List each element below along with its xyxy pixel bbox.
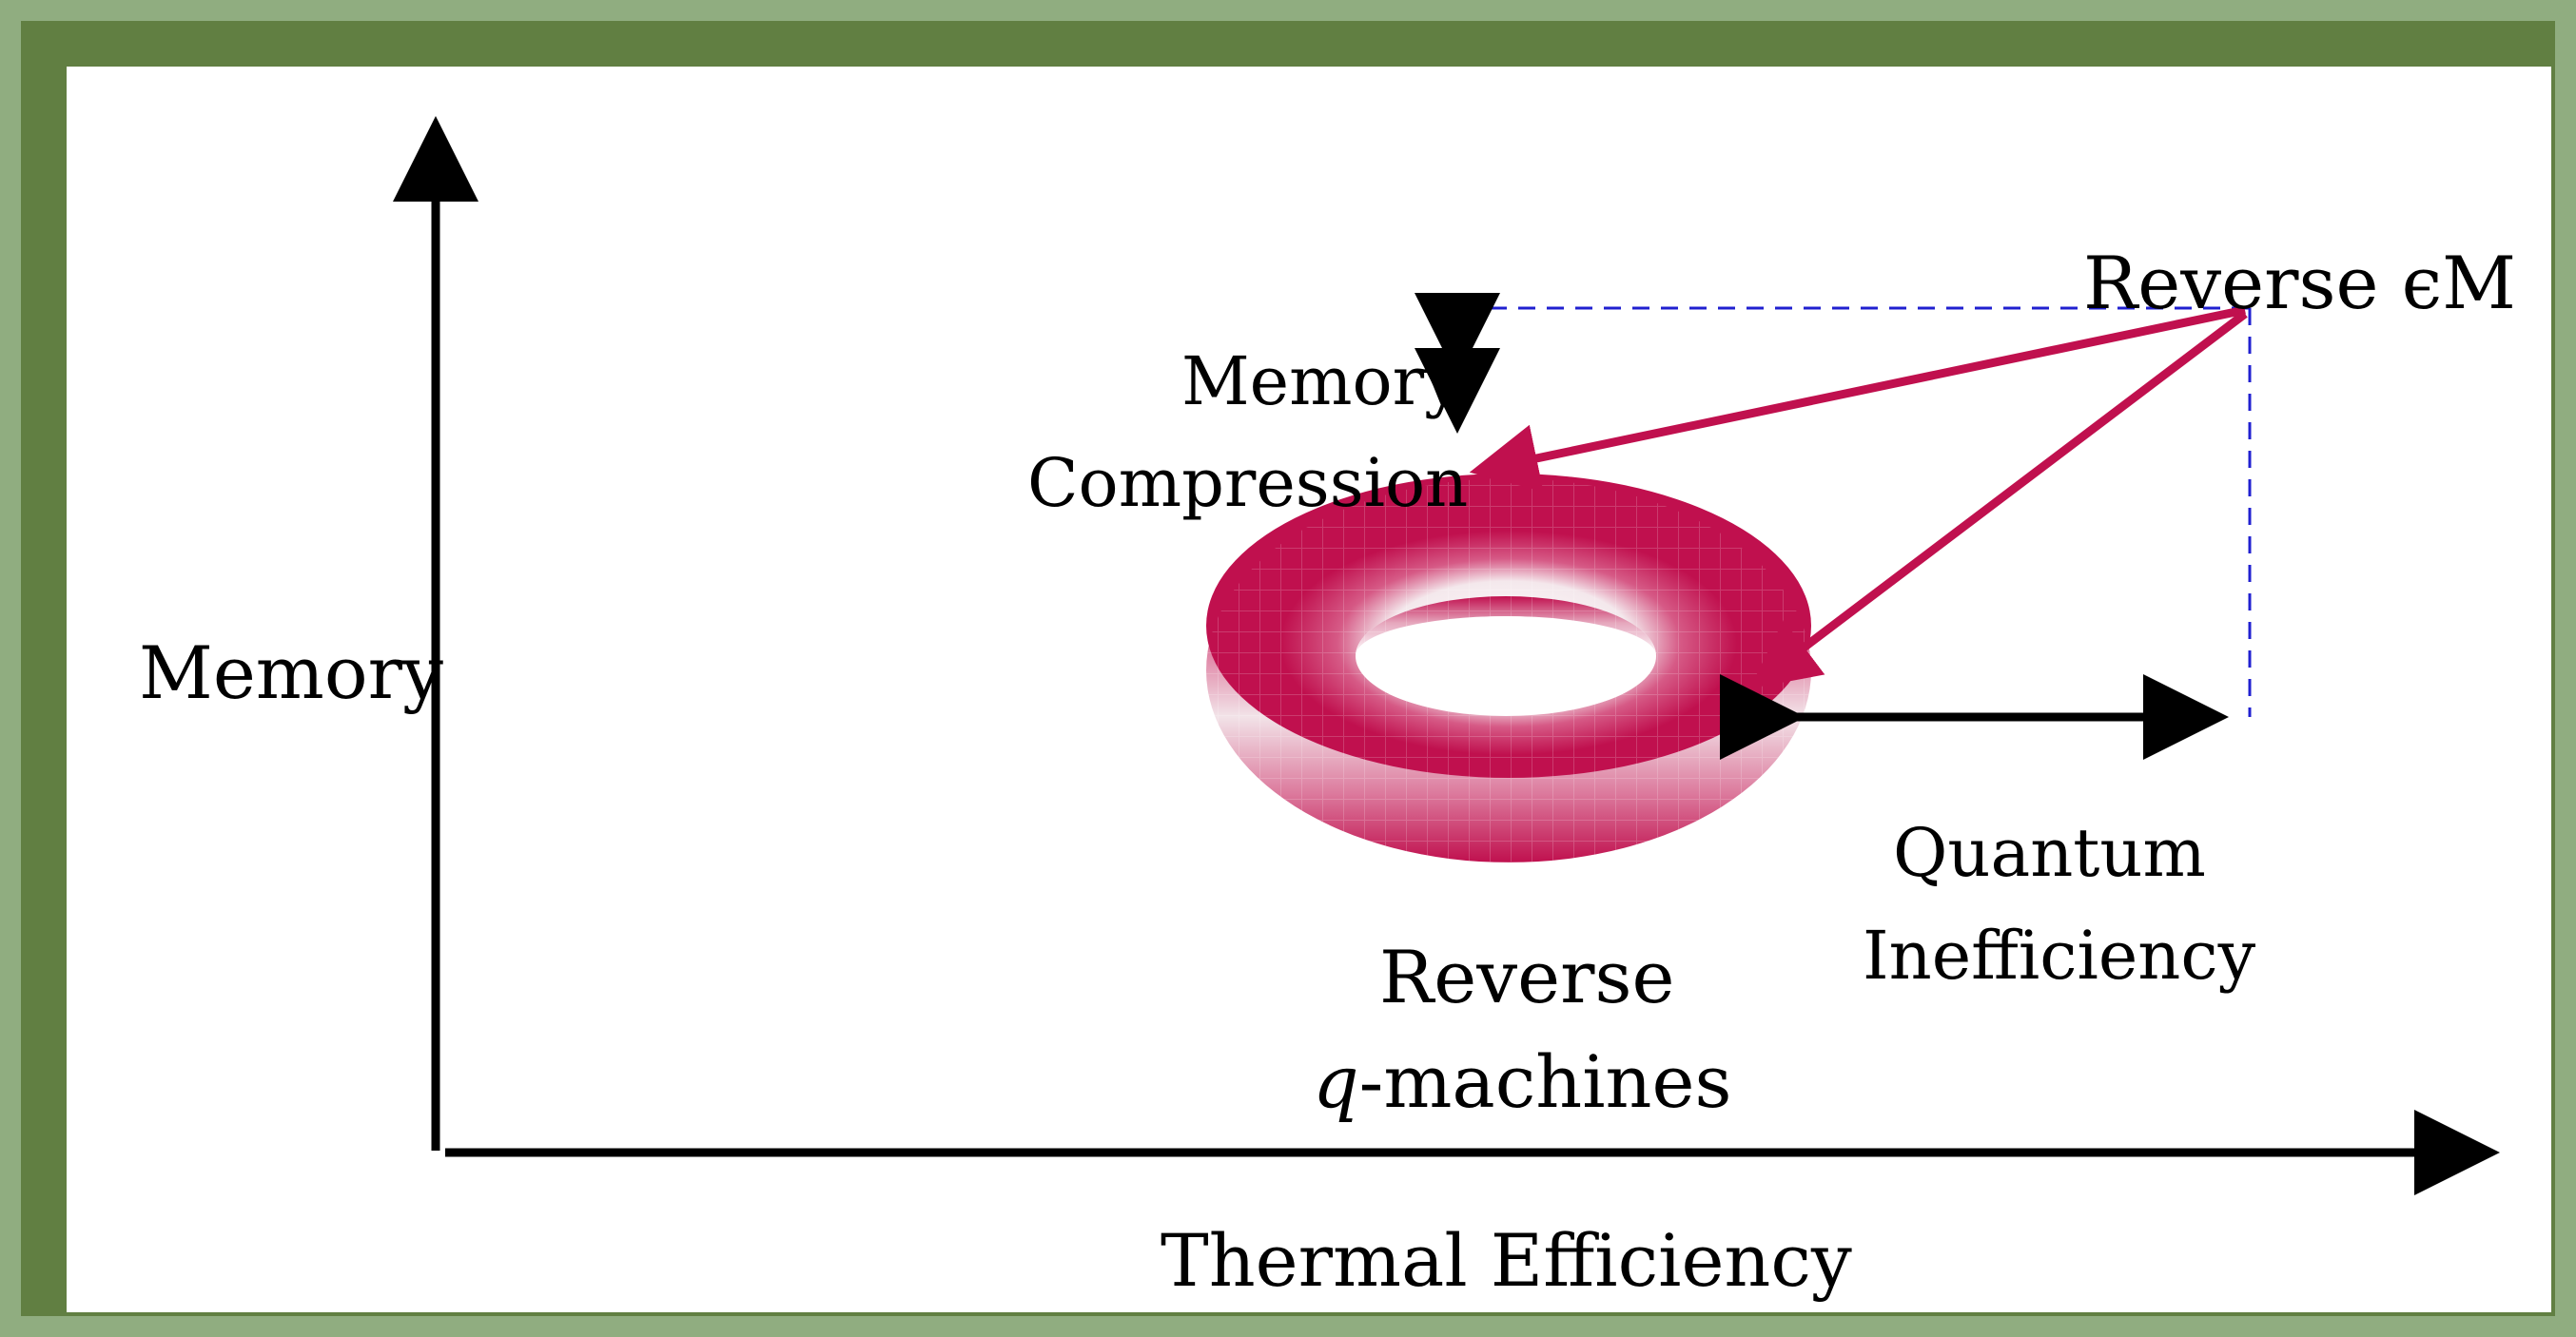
torus-shape xyxy=(1206,474,1811,862)
reverse-q-machines-label-line2: q-machines xyxy=(1313,1046,1731,1118)
q-variable: q xyxy=(1313,1039,1359,1124)
diagram-svg xyxy=(393,116,2500,1195)
quantum-inefficiency-label-line2: Inefficiency xyxy=(1863,917,2256,995)
x-axis-label: Thermal Efficiency xyxy=(1161,1218,1852,1303)
memory-compression-label-line1: Memory xyxy=(1181,342,1462,420)
reverse-q-machines-label-line1: Reverse xyxy=(1379,935,1675,1019)
diagram-canvas: Thermal Efficiency Memory Reverse ϵM Mem… xyxy=(67,67,2551,1312)
quantum-inefficiency-label-line1: Quantum xyxy=(1893,814,2206,892)
arrow-to-torus-side xyxy=(1749,310,2248,689)
inner-border: Thermal Efficiency Memory Reverse ϵM Mem… xyxy=(21,21,2555,1316)
torus-hole-mask xyxy=(1363,616,1649,715)
y-axis-label: Memory xyxy=(139,630,443,715)
reverse-em-label: Reverse ϵM xyxy=(2083,241,2516,325)
arrow-to-torus-top xyxy=(1469,305,2246,493)
machines-suffix: -machines xyxy=(1358,1039,1732,1124)
memory-compression-label-line2: Compression xyxy=(1027,444,1469,522)
